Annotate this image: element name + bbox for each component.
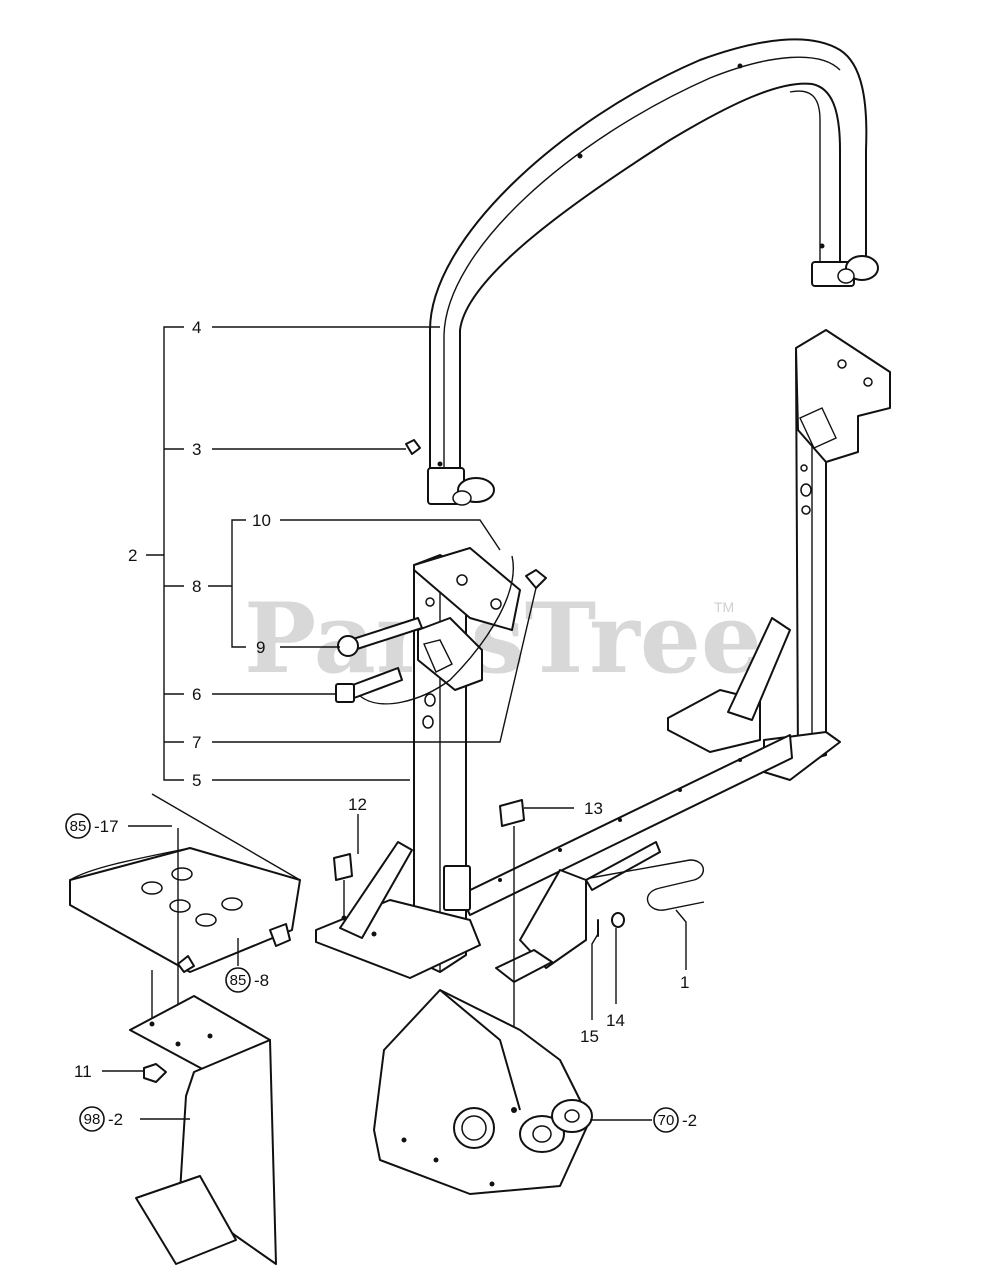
watermark-tm: TM: [714, 599, 734, 615]
callout-2: 2: [128, 546, 137, 565]
ref-circle-number: 98: [84, 1111, 101, 1128]
hardware: [143, 439, 705, 1110]
ref-circle-number: 70: [658, 1112, 675, 1129]
ref-85-17: 85 -17: [65, 813, 119, 839]
ref-98-2: 98 -2: [79, 1106, 123, 1132]
ref-circle: [225, 967, 251, 993]
callout-7: 7: [192, 733, 201, 752]
callout-9: 9: [256, 638, 265, 657]
ref-suffix: -8: [254, 971, 269, 990]
ref-circle-number: 85: [70, 818, 87, 835]
callout-14: 14: [606, 1011, 625, 1030]
callout-4: 4: [192, 318, 201, 337]
floor-plate: [69, 793, 301, 1044]
ref-circle: [79, 1106, 105, 1132]
ref-suffix: -17: [94, 817, 119, 836]
callout-labels: 4 3 10 2 8 9 6 7 5 12 13 1 14 15 11: [74, 318, 689, 1081]
ref-circle: [653, 1107, 679, 1133]
upper-roll-bar: [427, 38, 879, 506]
ref-70-2: 70 -2: [653, 1107, 697, 1133]
callout-13: 13: [584, 799, 603, 818]
leader-lines: [102, 326, 687, 1121]
callout-12: 12: [348, 795, 367, 814]
ref-circle-number: 85: [230, 972, 247, 989]
bracket: [129, 995, 277, 1265]
lower-frame: [315, 329, 891, 983]
ref-85-8: 85 -8: [225, 967, 269, 993]
callout-3: 3: [192, 440, 201, 459]
callout-15: 15: [580, 1027, 599, 1046]
transmission-housing: [373, 989, 593, 1195]
ref-suffix: -2: [108, 1110, 123, 1129]
callout-11: 11: [74, 1062, 92, 1081]
callout-10: 10: [252, 511, 271, 530]
callout-1: 1: [680, 973, 689, 992]
callout-8: 8: [192, 577, 201, 596]
ref-circle: [65, 813, 91, 839]
callout-6: 6: [192, 685, 201, 704]
ref-suffix: -2: [682, 1111, 697, 1130]
callout-5: 5: [192, 771, 201, 790]
